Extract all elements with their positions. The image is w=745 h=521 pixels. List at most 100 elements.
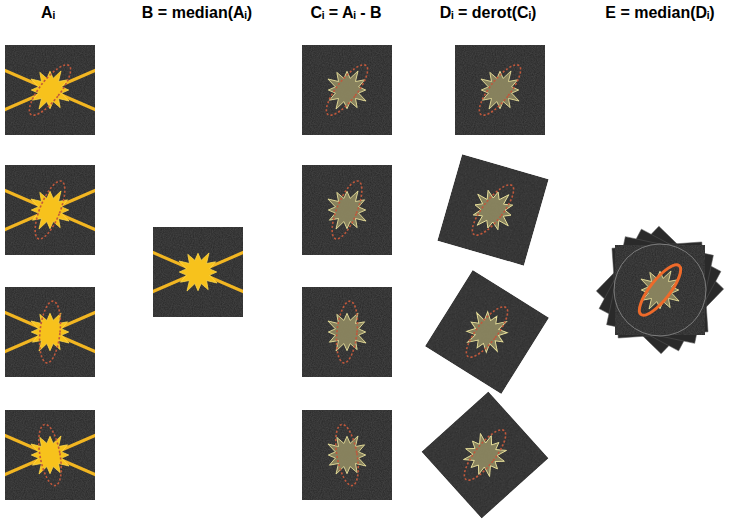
image-clip (425, 270, 549, 394)
image-background (302, 410, 392, 500)
stack-square (612, 242, 708, 338)
image-background (5, 410, 95, 500)
image-frame (302, 410, 392, 500)
image-noise (421, 391, 548, 518)
disk-ellipse (35, 423, 65, 488)
image-background (455, 45, 545, 135)
column-header: E = median(Dᵢ) (605, 4, 714, 22)
speckle-line (0, 306, 110, 358)
image-noise (5, 287, 95, 377)
image-frame (615, 245, 705, 335)
image-background (302, 287, 392, 377)
image-clip (455, 45, 545, 135)
image-frame (302, 165, 392, 255)
image-noise (455, 45, 545, 135)
column-header: Cᵢ = Aᵢ - B (310, 4, 381, 22)
image-clip (302, 410, 392, 500)
image-frame (0, 45, 110, 135)
image-background (425, 270, 549, 394)
disk-ellipse (460, 301, 514, 362)
star-psf (31, 313, 69, 351)
image-clip (437, 154, 548, 265)
image-frame (425, 270, 549, 394)
speckle-line (0, 64, 110, 116)
image-frame (421, 391, 548, 518)
image-noise (425, 270, 549, 394)
disk-ellipse (332, 423, 362, 488)
star-psf (31, 436, 69, 474)
disk-ellipse (320, 59, 374, 120)
stack-square (607, 237, 714, 344)
star-psf (31, 71, 69, 109)
median-stack (596, 226, 723, 353)
image-noise (302, 287, 392, 377)
image-noise (302, 165, 392, 255)
image-frame (302, 45, 392, 135)
disk-ellipse (473, 59, 527, 120)
image-clip (302, 287, 392, 377)
disk-ellipse (466, 179, 520, 240)
disk-ellipse (633, 259, 687, 320)
image-frame (302, 287, 392, 377)
star-residual (461, 306, 514, 359)
image-background (596, 226, 723, 353)
star-residual (328, 71, 366, 109)
image-clip (615, 245, 705, 335)
image-frame (455, 45, 545, 135)
disk-ellipse (326, 178, 368, 243)
image-noise (437, 154, 548, 265)
image-background (302, 165, 392, 255)
speckle-line (0, 429, 110, 481)
column-header: Dᵢ = derot(Cᵢ) (440, 4, 537, 22)
disk-ellipse (23, 59, 77, 120)
image-frame (0, 287, 110, 377)
speckle-line (0, 306, 110, 358)
image-background (599, 229, 721, 351)
image-background (5, 165, 95, 255)
stack-square (599, 229, 721, 351)
image-background (5, 45, 95, 135)
image-noise (302, 45, 392, 135)
speckle-line (138, 246, 258, 298)
star-residual (469, 186, 516, 233)
image-background (607, 237, 714, 344)
image-background (5, 287, 95, 377)
image-clip (0, 410, 110, 500)
image-frame (437, 154, 548, 265)
star-psf (31, 191, 69, 229)
image-clip (421, 391, 548, 518)
image-clip (0, 287, 110, 377)
image-clip (138, 227, 258, 317)
speckle-line (0, 429, 110, 481)
image-background (437, 154, 548, 265)
image-frame (0, 410, 110, 500)
star-residual (328, 313, 366, 351)
image-clip (302, 165, 392, 255)
image-noise (5, 45, 95, 135)
image-clip (0, 165, 110, 255)
star-residual (328, 436, 366, 474)
image-clip (0, 45, 110, 135)
star-residual (481, 71, 519, 109)
star-residual (328, 191, 366, 229)
image-noise (302, 410, 392, 500)
image-noise (5, 165, 95, 255)
image-noise (153, 227, 243, 317)
disk-ellipse (458, 424, 512, 485)
image-frame (0, 165, 110, 255)
disk-ellipse (334, 300, 360, 364)
image-noise (615, 245, 705, 335)
disk-ellipse (29, 178, 71, 243)
star-residual (458, 428, 512, 482)
image-background (153, 227, 243, 317)
image-frame (138, 227, 258, 317)
speckle-line (0, 184, 110, 236)
image-background (615, 245, 705, 335)
star-psf (179, 253, 217, 291)
image-background (421, 391, 548, 518)
image-clip (302, 45, 392, 135)
speckle-line (0, 184, 110, 236)
image-background (612, 242, 708, 338)
